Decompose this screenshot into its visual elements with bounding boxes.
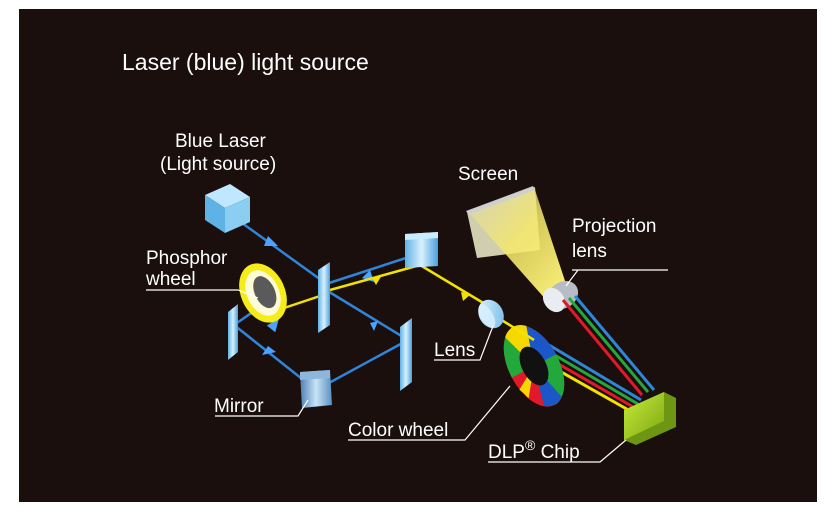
yellow-beam-arrows (372, 275, 471, 301)
label-registered-mark: ® (525, 437, 536, 453)
label-color-wheel: Color wheel (348, 420, 448, 441)
label-projection-2: lens (572, 241, 607, 262)
lens (478, 299, 504, 329)
label-mirror: Mirror (214, 396, 264, 417)
label-screen: Screen (458, 164, 518, 185)
label-phosphor-2: wheel (145, 269, 196, 290)
label-dlp-chip: DLP® Chip (488, 437, 580, 463)
leader-lines (146, 269, 668, 463)
label-dlp: DLP (488, 442, 525, 463)
blue-beam-arrows (262, 236, 378, 355)
label-blue-laser-1: Blue Laser (175, 131, 267, 152)
mirror-right (400, 318, 412, 391)
screen (466, 186, 568, 302)
mirror-left (228, 304, 238, 360)
label-chip: Chip (535, 442, 579, 463)
projection-light-cone (470, 190, 568, 302)
label-lens: Lens (434, 340, 475, 361)
blue-laser-source (205, 184, 250, 233)
color-wheel (503, 325, 565, 407)
mirror-bottom (300, 370, 332, 408)
label-phosphor-1: Phosphor (146, 248, 228, 269)
dlp-chip (624, 392, 676, 445)
diagram-title: Laser (blue) light source (122, 49, 369, 75)
dichroic-mirror-center (318, 262, 330, 333)
label-projection-1: Projection (572, 216, 657, 237)
phosphor-wheel (239, 263, 287, 323)
prism-top (405, 232, 438, 268)
label-blue-laser-2: (Light source) (160, 154, 276, 175)
